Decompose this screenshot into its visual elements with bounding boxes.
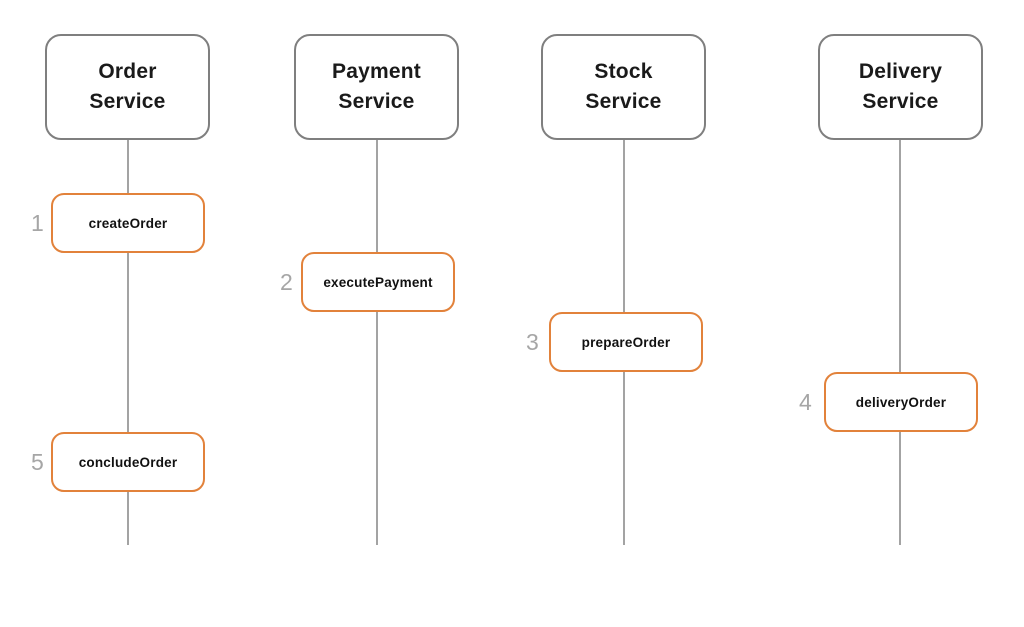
- step-label-executepayment: executePayment: [323, 274, 433, 290]
- step-label-createorder: createOrder: [88, 215, 168, 231]
- step-number-1: 1: [31, 210, 44, 236]
- step-label-concludeorder: concludeOrder: [78, 454, 178, 470]
- step-box-createorder: createOrder: [51, 193, 205, 253]
- step-box-executepayment: executePayment: [301, 252, 455, 312]
- step-box-prepareorder: prepareOrder: [549, 312, 703, 372]
- lifeline-payment: [376, 140, 378, 545]
- step-label-prepareorder: prepareOrder: [581, 334, 671, 350]
- step-number-5: 5: [31, 449, 44, 475]
- service-box-order: Order Service: [45, 34, 210, 140]
- service-label-payment: Payment Service: [332, 59, 421, 113]
- service-box-stock: Stock Service: [541, 34, 706, 140]
- service-label-stock: Stock Service: [585, 59, 662, 113]
- step-number-2: 2: [280, 269, 293, 295]
- service-box-delivery: Delivery Service: [818, 34, 983, 140]
- lifeline-delivery: [899, 140, 901, 545]
- service-label-order: Order Service: [89, 59, 166, 113]
- step-number-3: 3: [526, 329, 539, 355]
- step-box-deliveryorder: deliveryOrder: [824, 372, 978, 432]
- lifeline-order: [127, 140, 129, 545]
- step-box-concludeorder: concludeOrder: [51, 432, 205, 492]
- service-label-delivery: Delivery Service: [858, 59, 943, 113]
- step-label-deliveryorder: deliveryOrder: [855, 394, 947, 410]
- step-number-4: 4: [799, 389, 812, 415]
- service-box-payment: Payment Service: [294, 34, 459, 140]
